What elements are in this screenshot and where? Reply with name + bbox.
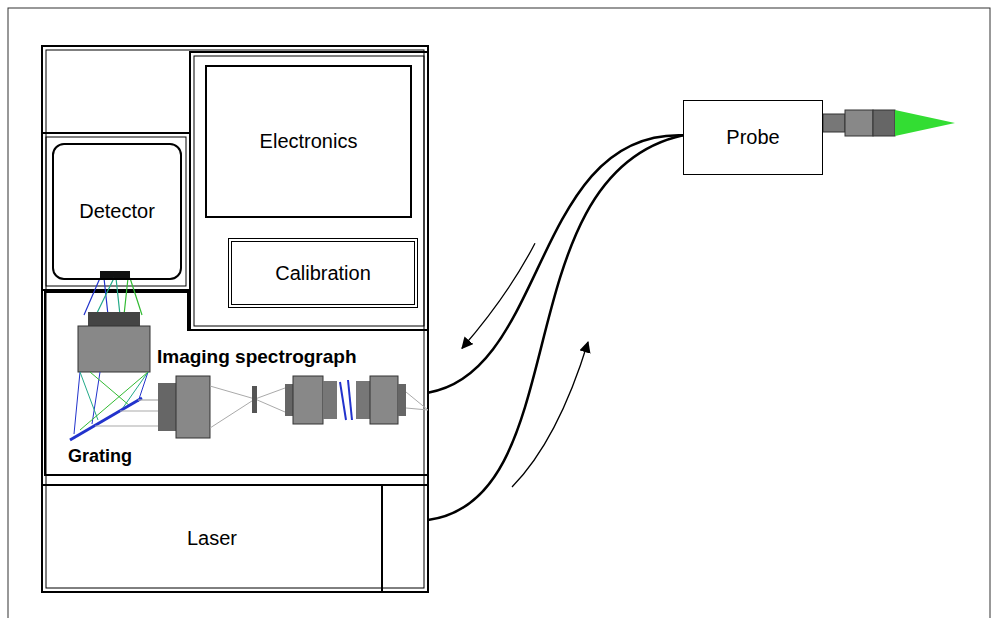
fiber-cable	[428, 135, 683, 520]
component-box: Laser	[42, 485, 428, 592]
part-label: Grating	[68, 446, 132, 467]
component-label: Probe	[726, 126, 779, 149]
component-box: Calibration	[228, 238, 418, 308]
component-box: Detector	[52, 143, 182, 280]
component-label: Imaging spectrograph	[157, 346, 357, 368]
component-box: Electronics	[205, 65, 412, 218]
component-label: Detector	[79, 200, 155, 223]
component-box: Probe	[683, 100, 823, 175]
component-label: Calibration	[275, 262, 371, 285]
fiber-cable	[428, 135, 683, 392]
component-label: Electronics	[260, 130, 358, 153]
component-label: Laser	[187, 527, 237, 550]
